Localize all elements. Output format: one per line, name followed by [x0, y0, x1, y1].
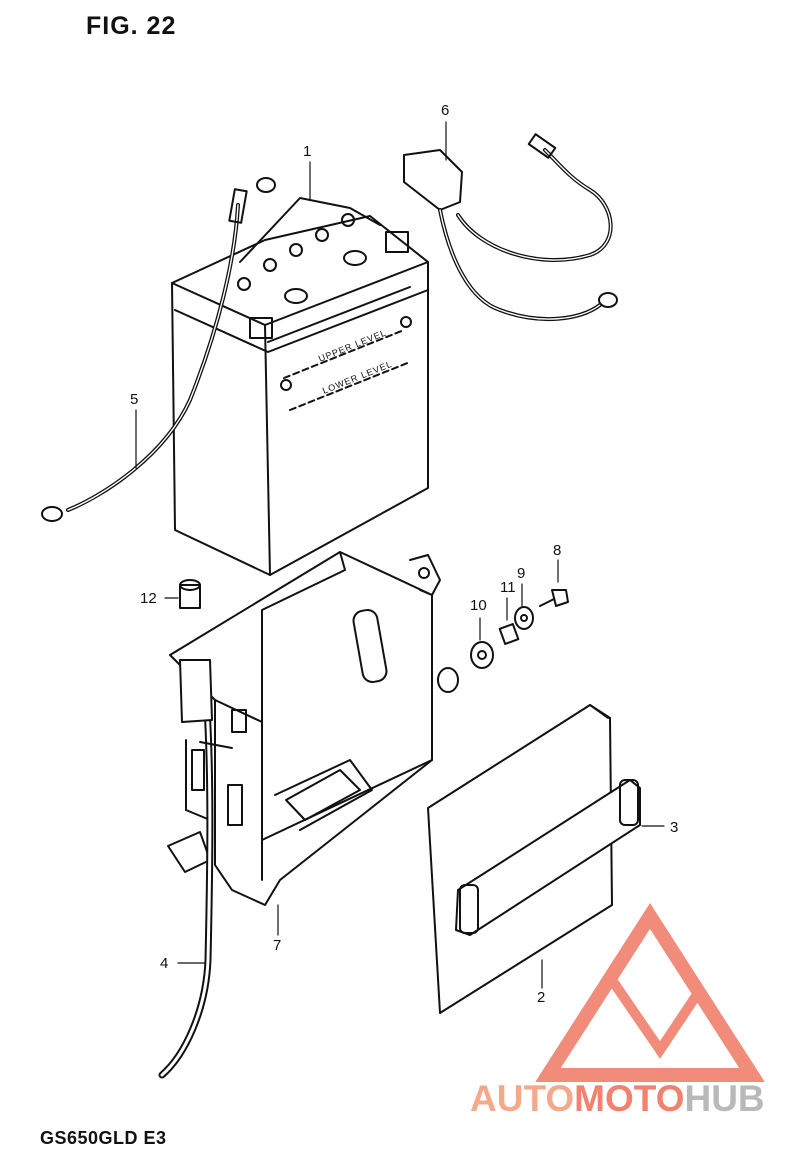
hardware — [437, 589, 569, 693]
callout-7: 7 — [273, 937, 281, 954]
positive-cable — [403, 133, 618, 321]
callout-12: 12 — [140, 590, 157, 607]
model-code: GS650GLD E3 — [40, 1128, 167, 1148]
callout-2: 2 — [537, 989, 545, 1006]
callout-5: 5 — [130, 391, 138, 408]
figure-title: FIG. 22 — [86, 12, 177, 40]
callout-11: 11 — [500, 579, 516, 596]
battery-holder — [167, 551, 441, 906]
callout-8: 8 — [553, 542, 561, 559]
callout-leaders — [135, 121, 665, 989]
callout-4: 4 — [160, 955, 168, 972]
watermark-part-hub: HUB — [684, 1078, 765, 1119]
watermark-logo — [535, 903, 765, 1082]
callout-10: 10 — [470, 597, 487, 614]
callout-6: 6 — [441, 102, 449, 119]
watermark-part-moto: MOTO — [574, 1078, 685, 1119]
callout-3: 3 — [670, 819, 678, 836]
hose-cap — [179, 579, 201, 609]
callout-9: 9 — [517, 565, 525, 582]
callout-1: 1 — [303, 143, 311, 160]
negative-cable — [41, 177, 276, 522]
watermark-part-auto: AUTO — [470, 1078, 575, 1119]
watermark-text: AUTOMOTOHUB — [470, 1078, 765, 1120]
battery — [171, 197, 429, 576]
battery-cover — [427, 704, 641, 1014]
breather-hose — [158, 659, 233, 1079]
